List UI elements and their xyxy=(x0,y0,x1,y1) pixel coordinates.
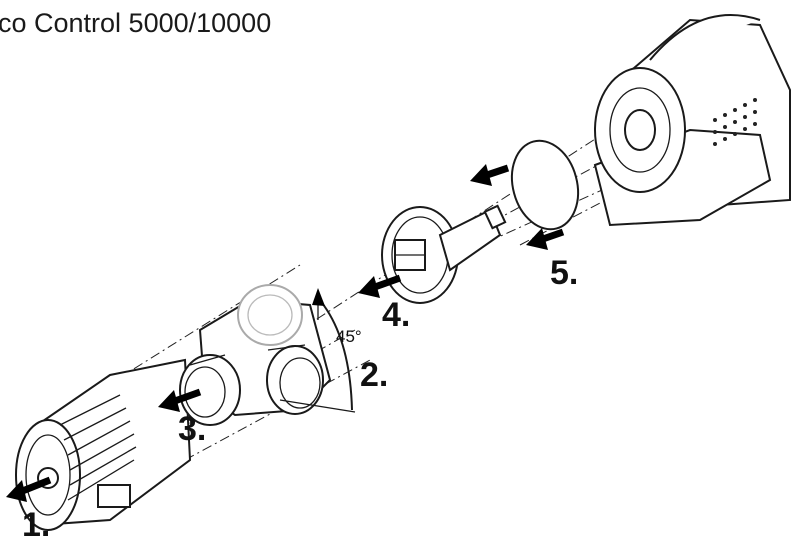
intake-cage xyxy=(15,358,192,531)
step-2-label: 2. xyxy=(360,356,389,394)
impeller xyxy=(381,204,507,304)
diagram-title: co Control 5000/10000 xyxy=(0,8,272,38)
arrow-step-4 xyxy=(358,274,402,298)
arrow-step-5-upper xyxy=(470,164,510,186)
arrow-step-3 xyxy=(158,388,202,412)
motor-body xyxy=(593,14,791,227)
step-4-label: 4. xyxy=(382,296,411,334)
step-3-label: 3. xyxy=(178,410,207,448)
rotation-arc xyxy=(279,288,356,413)
arrow-step-5-lower xyxy=(526,228,565,250)
step-5-label: 5. xyxy=(550,254,579,292)
arrow-step-1 xyxy=(6,476,52,502)
step-1-label: 1. xyxy=(22,506,51,544)
seal-disc xyxy=(510,139,580,231)
angle-label: 45° xyxy=(336,327,362,346)
pump-housing xyxy=(179,284,332,426)
